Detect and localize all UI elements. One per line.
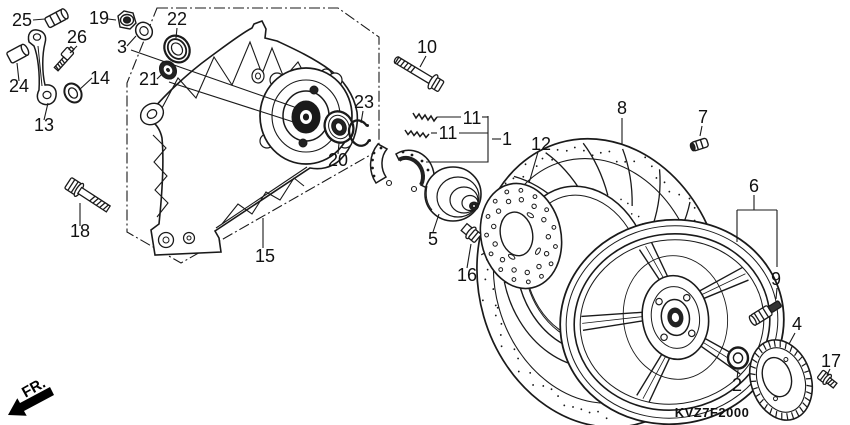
link-arm-13-illustration (27, 29, 57, 106)
group-boundary-swingarm (126, 7, 380, 264)
snap-ring-23-illustration (347, 119, 371, 147)
callout-10: 10 (417, 37, 437, 57)
callout-6: 6 (749, 176, 759, 196)
brake-shoes-illustration (369, 143, 435, 193)
callout-14: 14 (90, 68, 110, 88)
callout-20: 20 (328, 150, 348, 170)
callout-24: 24 (9, 76, 29, 96)
bearing-20-illustration (323, 110, 355, 144)
callout-13: 13 (34, 115, 54, 135)
pin-collar-25-illustration (44, 8, 69, 29)
callout-19: 19 (89, 8, 109, 28)
dust-seal-21-illustration (158, 60, 178, 80)
diagram-part-code: KVZ7F2000 (675, 405, 750, 420)
rear-wheel-illustration (559, 218, 785, 425)
front-direction-marker: FR. (8, 375, 54, 416)
bolt-26-illustration (53, 45, 75, 72)
swingarm-illustration (139, 19, 359, 256)
leader-lines (16, 18, 831, 380)
callout-7: 7 (698, 107, 708, 127)
callout-labels: 25 19 22 3 21 26 24 13 14 18 15 20 23 10… (9, 8, 841, 395)
callout-11a: 11 (463, 108, 482, 128)
callout-23: 23 (354, 92, 374, 112)
callout-21: 21 (139, 69, 159, 89)
callout-4: 4 (792, 314, 802, 334)
front-arrow-icon (8, 387, 54, 416)
washer-3-illustration (134, 21, 154, 41)
callout-2: 2 (732, 375, 742, 395)
callout-17: 17 (821, 351, 841, 371)
axle-bolt-10-illustration (393, 56, 445, 92)
callout-3: 3 (117, 37, 127, 57)
brake-springs-11-illustration (404, 112, 438, 139)
pulse-ring-illustration (748, 339, 814, 421)
bolt-16-illustration (460, 222, 482, 243)
callout-26: 26 (67, 27, 87, 47)
callout-12: 12 (531, 134, 551, 154)
callout-5: 5 (428, 229, 438, 249)
callout-22: 22 (167, 9, 187, 29)
seal-14-illustration (63, 82, 83, 104)
callout-18: 18 (70, 221, 90, 241)
bearing-22-illustration (163, 34, 191, 64)
valve-stem-illustration (748, 300, 782, 326)
bushing-24-illustration (6, 43, 30, 64)
callout-8: 8 (617, 98, 627, 118)
side-collar-illustration (726, 346, 750, 370)
callout-1: 1 (502, 129, 512, 149)
flange-nut-19-illustration (117, 10, 137, 30)
callout-11b: 11 (439, 123, 458, 143)
brake-drum-illustration (424, 166, 482, 222)
callout-15: 15 (255, 246, 275, 266)
brake-disc-illustration (479, 182, 563, 290)
callout-9: 9 (771, 269, 781, 289)
bolt-17-illustration (816, 369, 838, 389)
callout-25: 25 (12, 10, 32, 30)
callout-16: 16 (457, 265, 477, 285)
bolt-18-illustration (64, 177, 112, 213)
rim-weight-illustration (689, 137, 709, 152)
